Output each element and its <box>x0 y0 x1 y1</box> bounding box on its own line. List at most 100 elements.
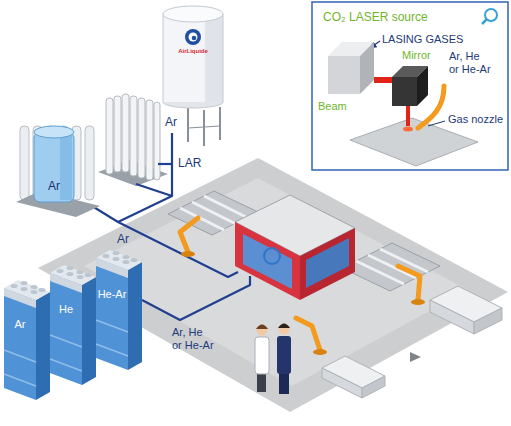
label-anchor: Beam <box>318 100 347 113</box>
cylinder-rack <box>130 96 137 176</box>
cube-front <box>392 77 417 106</box>
callout-label: LAR <box>178 157 201 171</box>
sheet-stack <box>474 308 502 334</box>
factory-floor <box>84 178 468 386</box>
logo-mark <box>192 36 197 41</box>
blue-tank-top <box>34 126 74 138</box>
laser-cell-machine <box>235 222 300 300</box>
cylinder-pack-outline <box>50 263 96 385</box>
tank-label: He <box>59 303 73 316</box>
mirror-box-outline <box>392 66 428 106</box>
tank-top <box>163 6 223 22</box>
cylinder-pack-outline <box>50 265 96 385</box>
robot-arm <box>296 318 320 350</box>
cylinder-rack <box>106 98 113 174</box>
cylinder-cap <box>123 260 130 264</box>
laser-source-box: CO₂ LASER source <box>328 42 374 94</box>
edge-label: Beam <box>318 100 347 113</box>
cylinder-rack <box>114 96 121 172</box>
tank-shade <box>205 14 223 102</box>
tank-legs <box>203 110 205 146</box>
cylinder-pack-outline <box>4 278 50 400</box>
inset-panel <box>403 127 413 132</box>
tank-edge <box>223 14 224 102</box>
callout-label: Ar, He or He-Ar <box>172 326 215 351</box>
callout-label: Ar <box>117 233 129 247</box>
cylinder-cap <box>21 281 28 285</box>
inset-panel <box>406 106 410 126</box>
inset-panel <box>312 2 508 170</box>
label-anchor: Gas nozzle <box>448 113 503 126</box>
tank-legs <box>188 126 220 128</box>
callout-label: Ar <box>165 116 177 130</box>
label-anchor: Ar, He or He-Ar <box>172 326 215 351</box>
laser-cell-machine <box>243 234 292 289</box>
cylinder-cap <box>113 257 120 261</box>
cylinder-cap <box>31 290 38 294</box>
sheet-stack <box>362 376 385 398</box>
factory-floor <box>38 158 508 412</box>
tank-label: Ar <box>48 180 60 194</box>
robot-base <box>181 251 195 257</box>
cube-front <box>328 56 360 94</box>
people <box>257 372 266 392</box>
laser-source-box-outline <box>328 42 374 94</box>
cylinder-pack-outline <box>96 250 142 370</box>
laser-cell-machine <box>306 238 349 288</box>
cylinder-cap <box>131 258 138 262</box>
mirror-box: Mirror <box>392 66 428 106</box>
robot-base <box>313 349 327 355</box>
tank-legs <box>188 107 220 146</box>
label-anchor: Ar, He or He-Ar <box>449 50 492 75</box>
cylinder-cap <box>77 275 84 279</box>
pack-side <box>82 277 96 385</box>
inset-panel <box>350 118 478 166</box>
logo-mark <box>185 29 201 45</box>
robot-base <box>411 299 425 305</box>
people <box>256 325 268 330</box>
pack-front <box>4 288 36 400</box>
tank-body <box>163 14 223 102</box>
laser-cell-machine <box>300 228 355 300</box>
label-anchor: Ar <box>117 233 129 247</box>
laser-beam <box>374 77 392 83</box>
callout-label: Ar, He or He-Ar <box>449 50 492 75</box>
people <box>279 372 289 394</box>
pack-front <box>50 273 82 385</box>
cylinder-cap <box>113 251 120 255</box>
cylinder-pack: Ar <box>4 278 50 400</box>
sheet-stack <box>430 300 474 334</box>
cube-side <box>360 42 374 94</box>
logo-mark <box>189 33 198 42</box>
cylinder-cap <box>31 285 38 289</box>
callout-label: Gas nozzle <box>448 113 503 126</box>
laser-cell-machine <box>264 248 280 264</box>
storage-tank-outline <box>163 6 223 108</box>
people <box>277 336 291 374</box>
cylinder-cap <box>11 284 18 288</box>
tank-label: AirLiquide <box>178 48 208 55</box>
cylinder-pack: He-Ar <box>96 248 142 370</box>
cylinder-rack <box>154 102 160 180</box>
cylinder-rack <box>138 98 145 178</box>
cylinder-rack <box>106 94 160 180</box>
cylinder-cap <box>77 270 84 274</box>
robot-base <box>181 251 425 355</box>
inset-panel <box>482 19 487 24</box>
cylinder-rack <box>122 94 129 172</box>
part-label: CO₂ LASER source <box>323 11 428 25</box>
people <box>257 325 268 336</box>
label-anchor: Ar <box>165 116 177 130</box>
inset-panel <box>312 2 508 170</box>
cylinder <box>85 126 94 200</box>
gas-pipeline <box>142 276 250 320</box>
callout-label: LASING GASES <box>382 33 463 46</box>
tank-label: Ar <box>15 318 26 331</box>
robot-arm <box>180 218 198 252</box>
cylinder <box>20 126 29 200</box>
blue-tank-shade <box>60 134 72 200</box>
pack-side <box>128 262 142 370</box>
robot-arm <box>398 266 420 300</box>
